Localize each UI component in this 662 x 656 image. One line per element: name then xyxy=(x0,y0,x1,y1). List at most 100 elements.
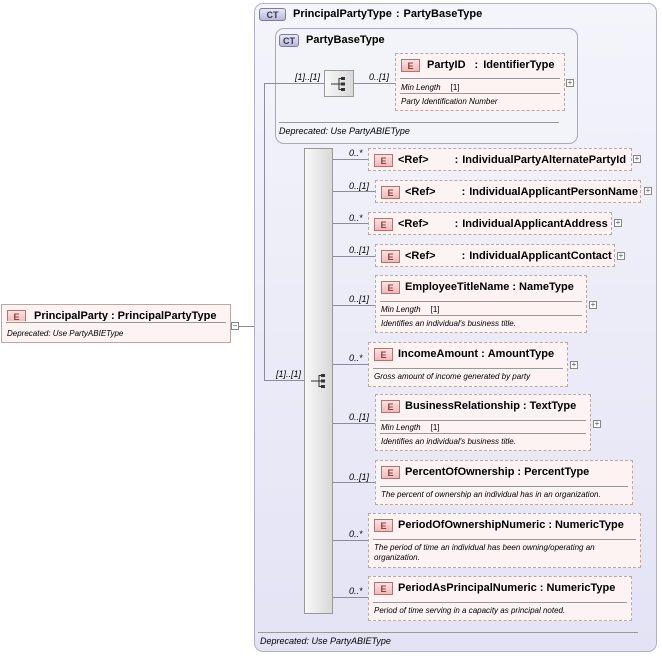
ref-label: <Ref> xyxy=(405,250,436,262)
element-name: PeriodAsPrincipalNumeric xyxy=(398,582,537,594)
element-label: BusinessRelationship:TextType xyxy=(405,400,577,412)
inner-ct-badge-icon: CT xyxy=(279,34,299,47)
expand-icon[interactable]: + xyxy=(614,218,622,227)
party-id-label: PartyID:IdentifierType xyxy=(427,59,555,71)
party-id-cardinality: 0..[1] xyxy=(369,72,390,82)
element-badge-icon: E xyxy=(374,348,393,361)
child-cardinality: 0..[1] xyxy=(349,472,370,482)
expand-icon[interactable]: + xyxy=(589,300,597,309)
separator xyxy=(400,78,560,79)
outer-footer-separator xyxy=(258,632,638,633)
outer-ct-name: PrincipalPartyType xyxy=(293,8,392,20)
child-connector xyxy=(333,256,375,257)
element-individual-party-alternate-party-id[interactable]: E <Ref>:IndividualPartyAlternatePartyId xyxy=(368,148,632,171)
root-doc: Deprecated: Use PartyABIEType xyxy=(7,329,124,338)
element-badge-icon: E xyxy=(374,582,393,595)
child-connector xyxy=(333,364,368,365)
separator xyxy=(380,433,586,434)
element-percent-of-ownership[interactable]: E PercentOfOwnership:PercentType The per… xyxy=(375,460,633,505)
inner-ct-footer: Deprecated: Use PartyABIEType xyxy=(279,126,410,136)
child-cardinality: 0..* xyxy=(349,353,363,363)
element-individual-applicant-person-name[interactable]: E <Ref>:IndividualApplicantPersonName xyxy=(375,180,641,203)
sequence-icon xyxy=(311,374,325,388)
child-connector xyxy=(333,423,375,424)
element-income-amount[interactable]: E IncomeAmount:AmountType Gross amount o… xyxy=(368,342,568,387)
main-seq-cardinality: [1]..[1] xyxy=(276,369,302,379)
element-doc: The percent of ownership an individual h… xyxy=(381,490,601,499)
element-individual-applicant-address[interactable]: E <Ref>:IndividualApplicantAddress xyxy=(368,212,612,235)
child-cardinality: 0..* xyxy=(349,586,363,596)
facet-value: [1] xyxy=(450,83,460,92)
child-connector xyxy=(333,305,375,306)
element-employee-title-name[interactable]: E EmployeeTitleName:NameType Min Length [… xyxy=(375,275,587,333)
party-id-name: PartyID xyxy=(427,59,466,71)
element-badge-icon: E xyxy=(374,218,393,231)
facet-label: Min Length xyxy=(381,423,421,432)
element-type: NumericType xyxy=(554,519,624,531)
child-cardinality: 0..[1] xyxy=(349,412,370,422)
connector-vertical xyxy=(264,83,265,380)
element-party-id[interactable]: E PartyID:IdentifierType Min Length [1] P… xyxy=(395,53,565,111)
element-label: EmployeeTitleName:NameType xyxy=(405,281,574,293)
child-cardinality: 0..* xyxy=(349,148,363,158)
party-id-doc: Party Identification Number xyxy=(401,97,498,106)
element-period-of-ownership-numeric[interactable]: E PeriodOfOwnershipNumeric:NumericType T… xyxy=(368,513,641,568)
inner-sequence-compositor[interactable] xyxy=(324,70,354,97)
expand-icon[interactable]: + xyxy=(644,186,652,195)
element-label: <Ref>:IndividualPartyAlternatePartyId xyxy=(398,154,627,166)
separator xyxy=(380,315,582,316)
main-sequence-compositor[interactable] xyxy=(304,148,333,614)
root-element-principal-party[interactable]: E PrincipalParty:PrincipalPartyType xyxy=(1,304,231,323)
element-period-as-principal-numeric[interactable]: E PeriodAsPrincipalNumeric:NumericType P… xyxy=(368,576,632,621)
separator xyxy=(400,93,560,94)
element-label: IncomeAmount:AmountType xyxy=(398,348,555,360)
element-facet: Min Length[1] xyxy=(381,423,440,432)
element-badge-icon: E xyxy=(374,519,393,532)
element-doc: Identifies an individual's business titl… xyxy=(381,437,516,446)
separator xyxy=(6,322,226,323)
element-facet: Min Length [1] xyxy=(381,305,440,314)
root-name: PrincipalParty xyxy=(34,310,108,322)
child-connector xyxy=(333,540,368,541)
element-doc: The period of time an individual has bee… xyxy=(374,543,595,562)
child-cardinality: 0..* xyxy=(349,529,363,539)
element-type: PercentType xyxy=(524,466,590,478)
expand-icon[interactable]: + xyxy=(593,419,601,428)
connector-to-party-id xyxy=(354,83,395,84)
separator xyxy=(373,368,563,369)
element-name: PercentOfOwnership xyxy=(405,466,515,478)
element-label: <Ref>:IndividualApplicantPersonName xyxy=(405,186,638,198)
inner-seq-cardinality: [1]..[1] xyxy=(295,72,321,82)
element-label: PeriodOfOwnershipNumeric:NumericType xyxy=(398,519,624,531)
expand-icon[interactable]: + xyxy=(633,154,641,163)
outer-ct-footer: Deprecated: Use PartyABIEType xyxy=(260,636,391,646)
separator xyxy=(380,420,586,421)
expand-icon[interactable]: + xyxy=(570,360,578,369)
facet-label: Min Length xyxy=(401,83,441,92)
element-type: TextType xyxy=(529,400,577,412)
element-type: IndividualApplicantContact xyxy=(469,250,612,262)
child-connector xyxy=(333,482,375,483)
element-badge-icon: E xyxy=(374,154,393,167)
ref-label: <Ref> xyxy=(405,186,436,198)
facet-label: Min Length xyxy=(381,305,421,314)
root-collapse-icon[interactable]: − xyxy=(231,321,239,330)
separator xyxy=(373,539,636,540)
connector-to-inner-seq xyxy=(264,83,324,84)
outer-ct-title: PrincipalPartyType:PartyBaseType xyxy=(293,8,483,20)
element-type: NumericType xyxy=(546,582,616,594)
element-business-relationship[interactable]: E BusinessRelationship:TextType Min Leng… xyxy=(375,394,591,451)
party-id-type: IdentifierType xyxy=(483,59,555,71)
party-id-expand-icon[interactable]: + xyxy=(566,78,574,87)
child-cardinality: 0..[1] xyxy=(349,245,370,255)
element-individual-applicant-contact[interactable]: E <Ref>:IndividualApplicantContact xyxy=(375,244,615,267)
expand-icon[interactable]: + xyxy=(617,251,625,260)
element-badge-icon: E xyxy=(401,59,420,72)
element-label: PeriodAsPrincipalNumeric:NumericType xyxy=(398,582,616,594)
facet-value: [1] xyxy=(430,305,440,314)
child-cardinality: 0..* xyxy=(349,213,363,223)
element-doc: Period of time serving in a capacity as … xyxy=(374,606,566,615)
element-badge-icon: E xyxy=(381,281,400,294)
inner-footer-separator xyxy=(279,122,559,123)
element-label: PercentOfOwnership:PercentType xyxy=(405,466,590,478)
